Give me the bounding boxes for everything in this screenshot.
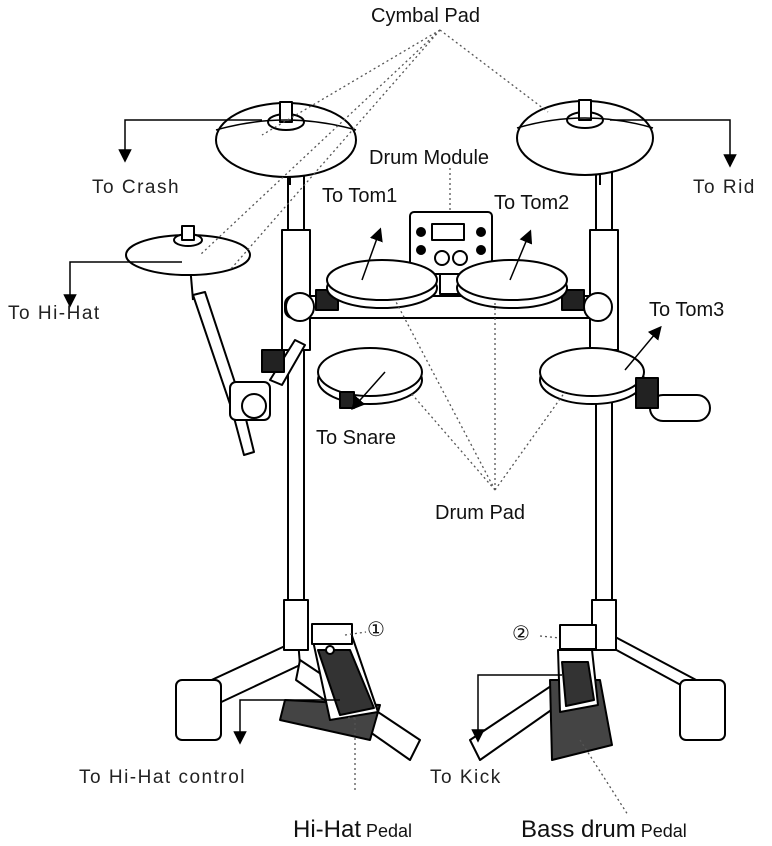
to-hihat-label: To Hi-Hat: [8, 303, 101, 324]
to-snare-label: To Snare: [316, 427, 397, 449]
bass-pedal: [549, 624, 613, 761]
hihat-pedal-label-main: Hi-Hat: [293, 816, 362, 843]
ride-cymbal: [516, 99, 654, 185]
hihat-arm: [192, 291, 306, 456]
callout-2: ②: [512, 623, 530, 645]
hihat-pedal-label-sub: Pedal: [361, 821, 413, 841]
to-hihat-control-label: To Hi-Hat control: [79, 767, 246, 788]
to-crash-label: To Crash: [92, 177, 181, 198]
snare-pad: [317, 347, 423, 409]
drum-pad-label: Drum Pad: [435, 502, 526, 524]
hihat-pedal-label: Hi-Hat Pedal: [293, 818, 412, 842]
drum-module-label: Drum Module: [369, 147, 490, 169]
tom3-pad: [539, 347, 711, 422]
to-rid-label: To Rid: [693, 177, 756, 198]
drum-module: [409, 211, 493, 295]
to-kick-label: To Kick: [430, 767, 502, 788]
hihat-cymbal: [125, 225, 251, 301]
bass-pedal-label-sub: Pedal: [635, 821, 687, 841]
bass-pedal-label-main: Bass drum: [521, 816, 636, 843]
bass-pedal-label: Bass drum Pedal: [521, 818, 687, 842]
to-tom3-label: To Tom3: [649, 299, 725, 321]
tom2-pad: [456, 259, 568, 309]
to-tom1-label: To Tom1: [322, 185, 398, 207]
to-tom2-label: To Tom2: [494, 192, 570, 214]
crash-cymbal: [215, 101, 357, 185]
callout-1: ①: [367, 619, 385, 641]
tom1-pad: [326, 259, 438, 309]
cymbal-pad-label: Cymbal Pad: [371, 5, 480, 27]
